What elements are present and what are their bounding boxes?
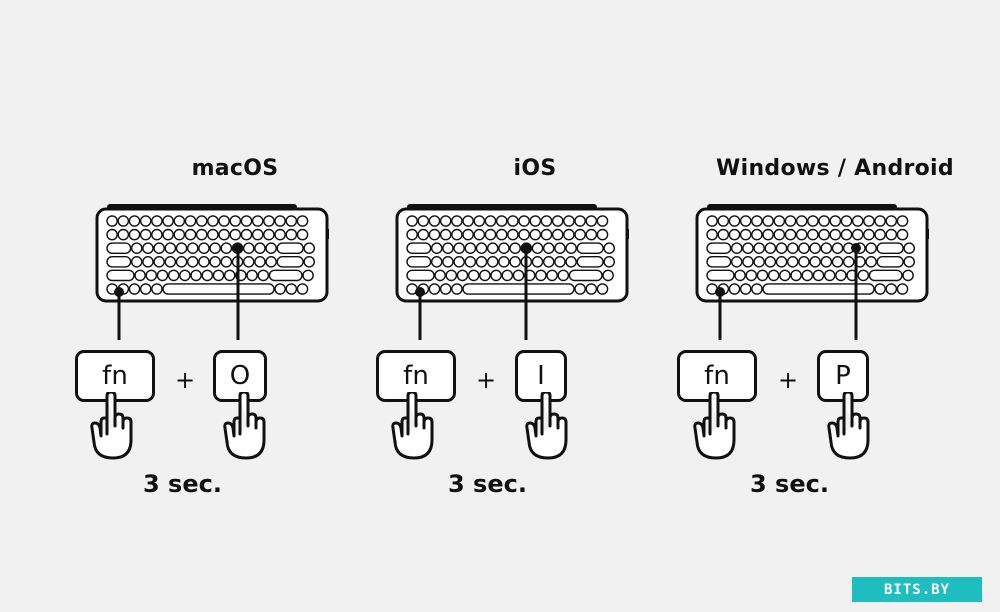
plus-sign: + <box>476 366 497 394</box>
pointing-hand-icon <box>693 392 736 460</box>
panel-windows-android: Windows / Android fn + P 3 sec. <box>677 0 985 612</box>
os-title: Windows / Android <box>716 156 954 181</box>
os-title: macOS <box>191 156 279 181</box>
pointing-hand-icon <box>391 392 434 460</box>
pointing-hand-icon <box>90 392 133 460</box>
duration-label: 3 sec. <box>143 470 222 498</box>
keyboard-icon <box>395 204 629 340</box>
duration-label: 3 sec. <box>750 470 829 498</box>
duration-label: 3 sec. <box>448 470 527 498</box>
watermark-logo: BITS.BY <box>852 577 982 602</box>
plus-sign: + <box>175 366 196 394</box>
panel-ios: iOS fn + I 3 sec. <box>376 0 685 612</box>
pointing-hand-icon <box>223 392 266 460</box>
keyboard-icon <box>695 204 929 340</box>
panel-macos: macOS fn + O 3 sec. <box>75 0 385 612</box>
os-title: iOS <box>513 156 557 181</box>
pointing-hand-icon <box>525 392 568 460</box>
plus-sign: + <box>778 366 799 394</box>
pointing-hand-icon <box>827 392 870 460</box>
keyboard-icon <box>95 204 329 340</box>
